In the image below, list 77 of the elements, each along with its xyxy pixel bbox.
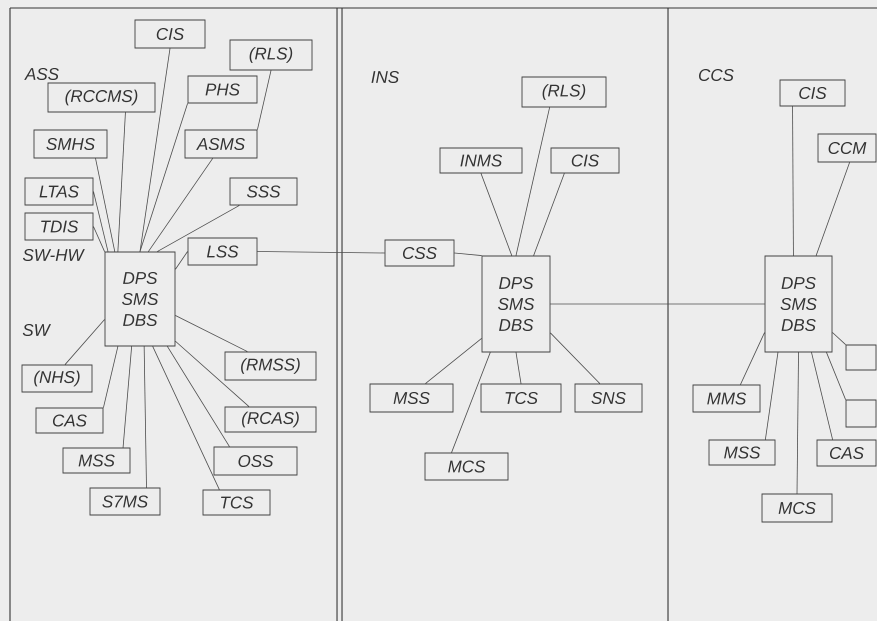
connector-line — [257, 70, 272, 130]
connector-line — [144, 346, 147, 488]
system-box: LSS — [188, 238, 258, 266]
area-label: SW — [22, 324, 52, 336]
area-label: INS — [372, 70, 399, 84]
system-box: MCS — [424, 452, 508, 480]
connector-line — [516, 352, 522, 384]
area-label: ASS — [24, 68, 59, 80]
connector-line — [93, 226, 105, 252]
connector-line — [148, 158, 214, 252]
connector-line — [451, 352, 491, 453]
system-box: ASMS — [184, 130, 258, 158]
system-box: MCS — [762, 494, 832, 522]
system-box: (RMSS) — [224, 352, 316, 380]
connector-line — [140, 48, 170, 252]
system-box: (RLS) — [230, 40, 312, 70]
system-box: CIS — [134, 20, 206, 48]
connector-line — [533, 173, 565, 256]
connector-line — [792, 106, 794, 256]
system-box: SNS — [574, 384, 642, 412]
connector-line — [64, 319, 105, 365]
connector-line — [816, 162, 850, 256]
system-box: (RCCMS) — [48, 82, 156, 112]
system-box: LTAS — [24, 178, 94, 206]
connector-line — [175, 340, 250, 407]
connector-line — [516, 107, 550, 256]
connector-line — [764, 352, 778, 440]
system-box: MMS — [692, 384, 760, 412]
system-box: SSS — [230, 178, 298, 206]
connector-line — [480, 173, 512, 256]
system-box: MSS — [708, 440, 776, 466]
system-box: (RCAS) — [224, 406, 316, 432]
empty-box — [846, 400, 876, 428]
connector-line — [122, 346, 132, 448]
connector-line — [152, 346, 220, 490]
connector-line — [796, 352, 799, 494]
system-box: TCS — [202, 490, 270, 516]
connector-line — [550, 332, 600, 384]
connector-line — [811, 352, 833, 440]
system-box: CIS — [550, 148, 620, 174]
system-box: OSS — [214, 446, 298, 476]
system-box: (RLS) — [522, 76, 606, 108]
system-box: S7MS — [90, 488, 160, 516]
connector-line — [454, 252, 482, 256]
system-box: CSS — [384, 240, 454, 266]
connector-line — [826, 352, 846, 400]
system-box: PHS — [188, 76, 258, 104]
area-label: CCS — [699, 68, 734, 82]
connector-line — [156, 205, 240, 252]
system-box: (NHS) — [22, 364, 92, 392]
system-box: DPS SMS DBS — [104, 252, 176, 346]
empty-box — [846, 344, 876, 370]
system-box: SMHS — [34, 130, 108, 158]
connector-line — [93, 191, 108, 252]
system-box: TDIS — [24, 212, 94, 240]
area-label: SW-HW — [22, 248, 85, 262]
connector-line — [103, 346, 118, 408]
system-box: DPS SMS DBS — [764, 256, 832, 352]
connector-line — [425, 338, 482, 384]
system-box: TCS — [480, 384, 562, 412]
connector-line — [175, 251, 188, 270]
connector-line — [167, 346, 230, 447]
system-box: CAS — [36, 408, 104, 434]
system-box: CIS — [780, 80, 846, 106]
connector-line — [257, 251, 385, 254]
connector-line — [175, 315, 248, 352]
system-box: DPS SMS DBS — [482, 256, 550, 352]
system-box: MSS — [370, 384, 454, 412]
system-box: INMS — [440, 148, 522, 174]
system-box: MSS — [62, 448, 130, 474]
connector-line — [832, 332, 846, 345]
connector-line — [140, 103, 188, 252]
system-box: CCM — [818, 134, 876, 162]
connector-line — [117, 112, 126, 252]
connector-line — [740, 332, 765, 385]
connector-line — [95, 158, 116, 252]
system-box: CAS — [816, 440, 876, 466]
